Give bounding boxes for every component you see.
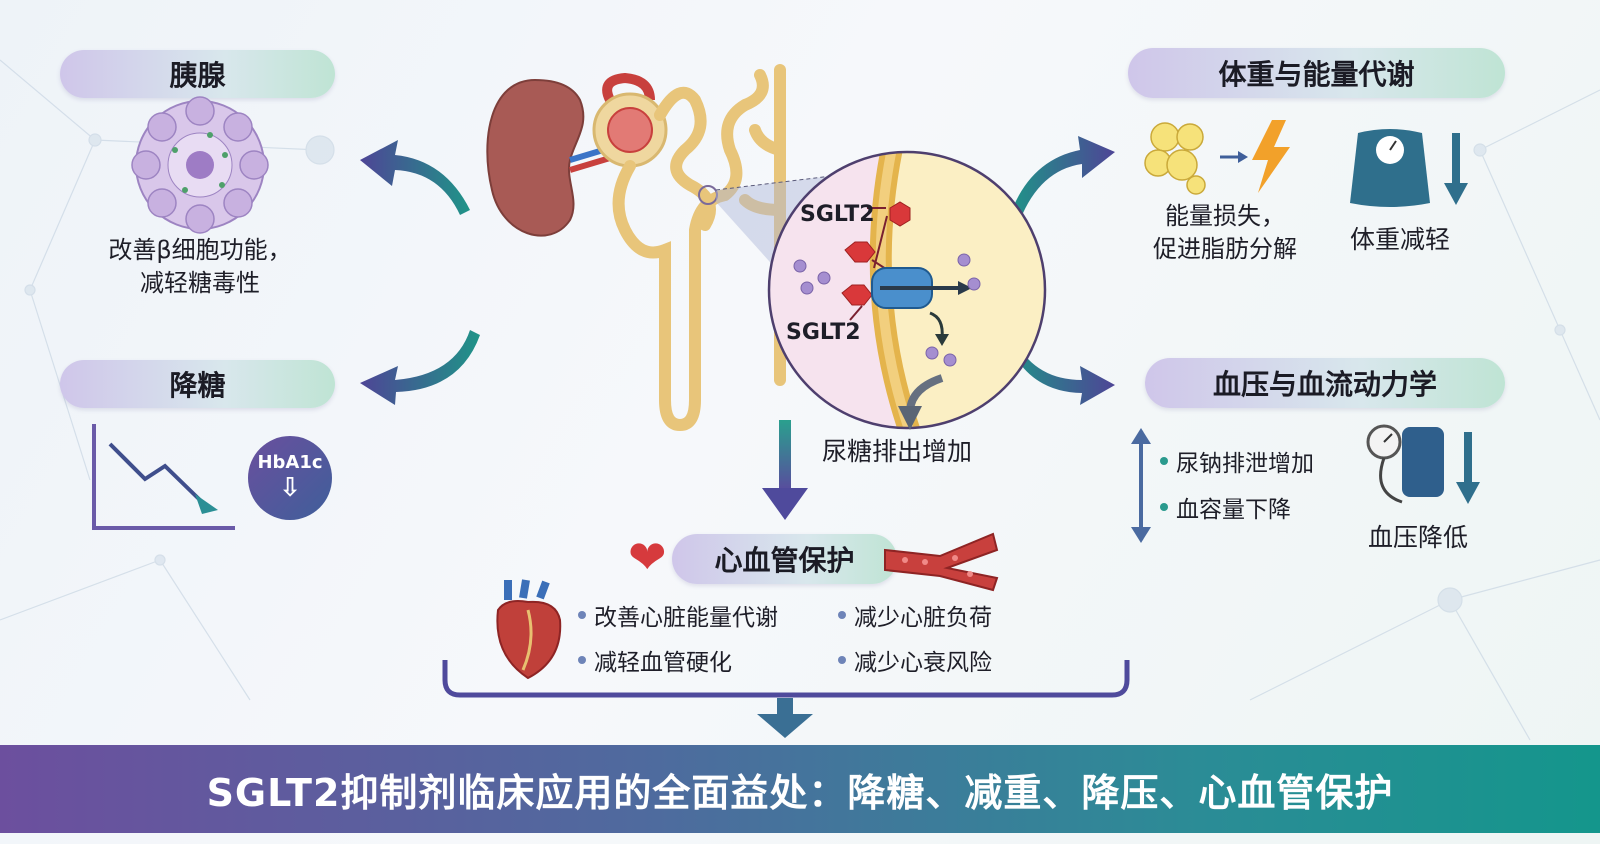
arrow-to-glucose [360,330,480,405]
bullet-dot [578,611,586,619]
cardio-bullet-text-1: 改善心脏能量代谢 [594,605,778,631]
glucose-molecules [793,253,981,367]
weight-title: 体重与能量代谢 [1218,58,1415,91]
bullet-dot [838,611,846,619]
summary-banner-text: SGLT2抑制剂临床应用的全面益处：降糖、减重、降压、心血管保护 [206,770,1394,815]
fat-to-energy-icon [1144,120,1290,195]
blood-vessel-icon [884,532,999,592]
glucose-hexagons [841,201,911,306]
weight-header: 体重与能量代谢 [1128,48,1505,98]
weight-loss-text: 体重减轻 [1350,225,1451,254]
pancreas-header: 胰腺 [60,50,335,98]
energy-line-2: 促进脂肪分解 [1153,235,1297,263]
cardio-title: 心血管保护 [714,544,855,577]
arrow-down-to-cardio [762,420,808,520]
cardio-bullet-1: 改善心脏能量代谢 [578,598,778,632]
bp-bullet-text-2: 血容量下降 [1176,497,1291,523]
bracket-to-banner [442,660,1130,738]
sglt2-label-top: SGLT2 [800,202,875,227]
sglt2-label-bottom: SGLT2 [786,320,861,345]
hba1c-badge: HbA1c ⇩ [248,436,332,520]
bp-bullet-2: 血容量下降 [1160,490,1291,524]
glucose-header: 降糖 [60,360,335,408]
sglt2-magnified-view [767,150,1047,430]
summary-banner: SGLT2抑制剂临床应用的全面益处：降糖、减重、降压、心血管保护 [0,745,1600,833]
cardio-bullet-text-4: 减少心衰风险 [854,650,992,676]
bullet-dot [838,656,846,664]
pancreas-title: 胰腺 [169,59,226,92]
up-down-arrow-icon [1131,428,1151,543]
cardio-bullet-text-2: 减少心脏负荷 [854,605,992,631]
pancreas-cells-icon [131,96,269,234]
arrow-down-icon: ⇩ [279,473,301,503]
bullet-dot [1160,457,1168,465]
cardio-bullet-3: 减轻血管硬化 [578,643,732,677]
glucose-title: 降糖 [169,369,226,402]
bullet-dot [1160,503,1168,511]
arrow-to-bp [1005,330,1115,405]
energy-line-1: 能量损失， [1165,202,1285,230]
cardio-bullet-2: 减少心脏负荷 [838,598,992,632]
pancreas-line-2: 减轻糖毒性 [140,269,260,297]
bp-bullet-text-1: 尿钠排泄增加 [1176,451,1314,477]
bp-title: 血压与血流动力学 [1212,368,1437,401]
hba1c-label: HbA1c [257,452,323,473]
heart-icon: ❤ [628,530,667,584]
energy-text: 能量损失， 促进脂肪分解 [1110,200,1340,266]
anatomical-heart-icon [496,579,562,680]
bp-bullet-1: 尿钠排泄增加 [1160,444,1314,478]
pancreas-text: 改善β细胞功能， 减轻糖毒性 [60,234,340,300]
cardio-header: 心血管保护 [672,534,897,584]
bp-header: 血压与血流动力学 [1145,358,1505,408]
arrow-to-weight [1010,136,1115,220]
blood-pressure-cuff-icon [1366,424,1480,504]
sglt2-transporter-icon [871,267,972,309]
pancreas-line-1: 改善β细胞功能， [108,236,292,264]
scale-icon [1350,129,1468,207]
cardio-bullet-4: 减少心衰风险 [838,643,992,677]
bullet-dot [578,656,586,664]
urinary-glucose-text: 尿糖排出增加 [822,437,973,466]
bp-lower-text: 血压降低 [1368,523,1469,552]
arrow-to-pancreas [360,140,470,215]
cardio-bullet-text-3: 减轻血管硬化 [594,650,732,676]
glucose-decline-chart-icon [92,424,235,530]
